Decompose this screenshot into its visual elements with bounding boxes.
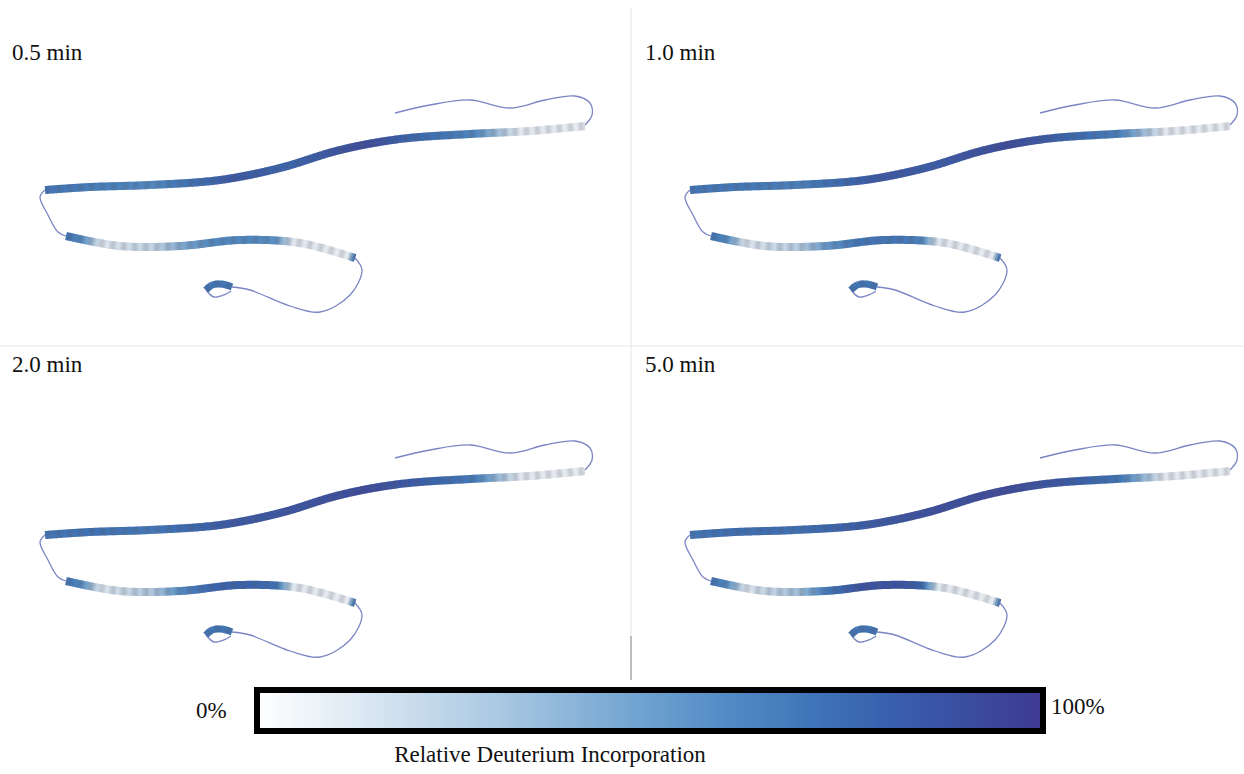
coil-loop (395, 96, 592, 125)
helix-ribbon (206, 629, 232, 635)
helix-segment (851, 288, 853, 290)
helix-guide (851, 284, 877, 290)
color-scale-bar (257, 690, 1043, 731)
panel-divider (0, 346, 1244, 347)
coil-loop (685, 535, 711, 581)
time-label: 0.5 min (12, 40, 82, 65)
time-label: 5.0 min (645, 352, 715, 377)
helix-segment (350, 599, 359, 607)
coil-loop (40, 535, 66, 581)
coil-loop (40, 190, 66, 236)
helix-segment (45, 186, 47, 194)
helix-guide (66, 581, 355, 603)
time-label: 2.0 min (12, 352, 82, 377)
coil-loop (232, 258, 362, 312)
coil-loop (1040, 441, 1237, 470)
helix-guide (45, 126, 585, 190)
helix-ribbon (690, 126, 1230, 190)
helix-segment (995, 254, 1004, 262)
helix-guide (45, 471, 585, 535)
panel-divider (631, 8, 632, 680)
helix-segment (848, 631, 855, 638)
helix-guide (711, 581, 1000, 603)
coil-loop (877, 603, 1007, 657)
scale-min-label: 0% (196, 698, 227, 723)
helix-segment (848, 286, 855, 293)
helix-segment (690, 186, 692, 194)
coil-loop (877, 258, 1007, 312)
panel-divider (631, 636, 632, 680)
coil-loop (1040, 96, 1237, 125)
helix-guide (851, 629, 877, 635)
helix-segment (45, 531, 47, 539)
helix-segment (851, 633, 853, 635)
time-label: 1.0 min (645, 40, 715, 65)
protein-structure (685, 441, 1237, 658)
helix-ribbon (45, 126, 585, 190)
protein-structure (685, 96, 1237, 313)
helix-segment (206, 633, 208, 635)
helix-segment (203, 286, 210, 293)
helix-segment (690, 531, 692, 539)
scale-title: Relative Deuterium Incorporation (394, 742, 706, 767)
helix-guide (690, 126, 1230, 190)
helix-ribbon (66, 236, 355, 258)
helix-guide (66, 236, 355, 258)
helix-guide (206, 629, 232, 635)
helix-segment (206, 288, 208, 290)
helix-ribbon (851, 284, 877, 290)
helix-segment (998, 253, 1000, 262)
helix-segment (350, 254, 359, 262)
helix-ribbon (711, 236, 1000, 258)
helix-ribbon (66, 581, 355, 603)
helix-segment (995, 599, 1004, 607)
helix-guide (711, 236, 1000, 258)
helix-segment (353, 253, 355, 262)
helix-segment (353, 598, 355, 607)
helix-segment (203, 631, 210, 638)
scale-max-label: 100% (1051, 694, 1105, 719)
helix-guide (690, 471, 1230, 535)
helix-ribbon (206, 284, 232, 290)
coil-loop (232, 603, 362, 657)
protein-structure (40, 441, 592, 658)
helix-ribbon (711, 581, 1000, 603)
helix-ribbon (851, 629, 877, 635)
coil-loop (395, 441, 592, 470)
helix-guide (206, 284, 232, 290)
helix-ribbon (45, 471, 585, 535)
protein-structure (40, 96, 592, 313)
coil-loop (685, 190, 711, 236)
helix-segment (998, 598, 1000, 607)
helix-ribbon (690, 471, 1230, 535)
